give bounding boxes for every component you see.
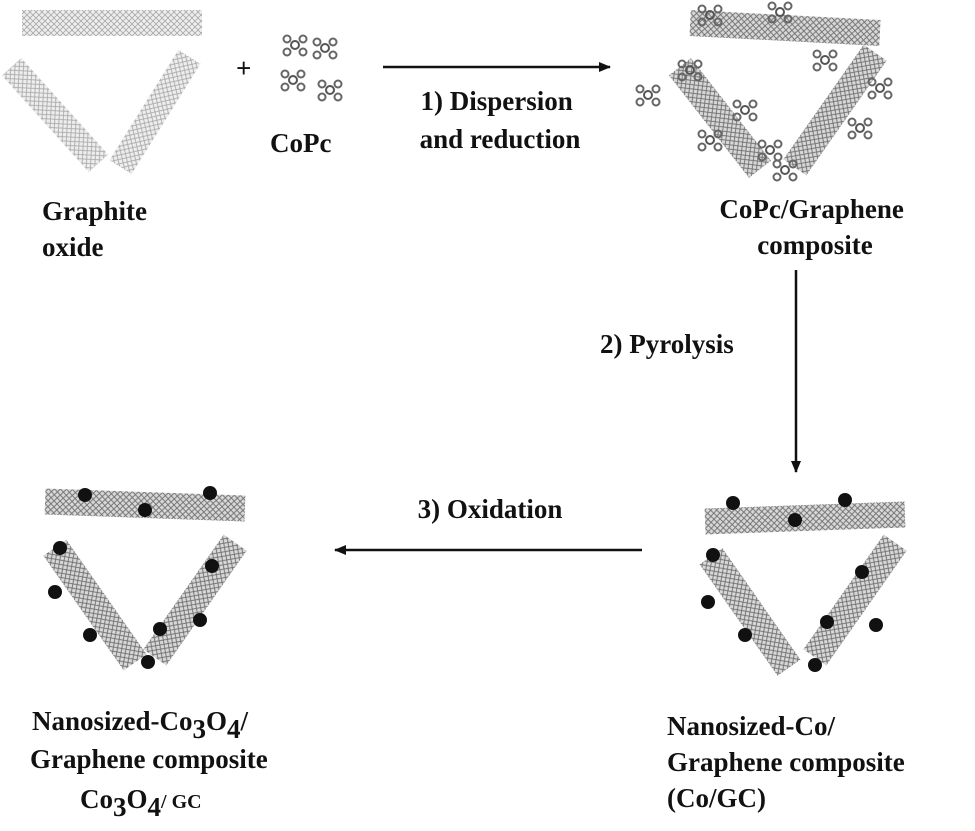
- copc-molecules: [280, 34, 343, 102]
- copc-label: CoPc: [270, 128, 331, 158]
- co3o4-nanoparticles: [48, 486, 219, 669]
- graphite-sheet: [109, 49, 201, 175]
- graphite-sheet: [1, 57, 109, 173]
- co-gc-label: Nanosized-Co/ Graphene composite (Co/GC): [667, 711, 911, 813]
- step1-label: 1) Dispersion and reduction: [420, 86, 581, 154]
- co3o4-gc-abbreviation: Co3O4/ GC: [80, 784, 202, 822]
- copc-graphene-illustration: [635, 1, 893, 182]
- graphite-oxide-label: Graphite oxide: [42, 196, 154, 262]
- graphite-oxide-illustration: [1, 10, 202, 175]
- co3o4-gc-illustration: [43, 486, 247, 671]
- step3-label: 3) Oxidation: [418, 494, 563, 524]
- co3o4-gc-label-line1: Nanosized-Co3O4/: [32, 706, 249, 744]
- co-nanoparticles: [701, 493, 883, 672]
- plus-sign: +: [236, 53, 251, 83]
- graphite-sheet: [22, 10, 202, 36]
- step2-label: 2) Pyrolysis: [600, 329, 734, 359]
- co3o4-gc-label-line2: Graphene composite: [30, 744, 268, 774]
- copc-graphene-label: CoPc/Graphene composite: [719, 194, 910, 260]
- co-gc-illustration: [699, 493, 907, 676]
